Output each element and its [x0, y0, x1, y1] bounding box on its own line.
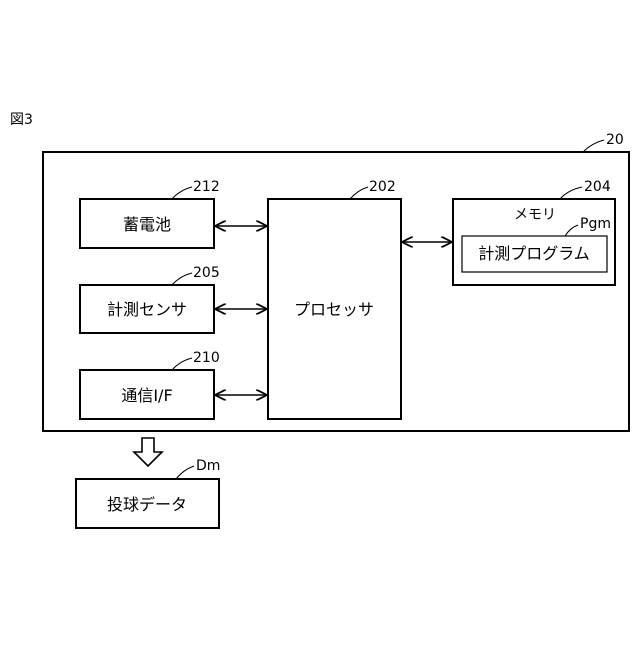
output-label: 投球データ — [107, 495, 187, 514]
output-ref-leader — [176, 466, 194, 479]
sensor-label: 計測センサ — [107, 300, 187, 319]
comm-label: 通信I/F — [121, 386, 172, 405]
sensor-ref: 205 — [193, 265, 220, 281]
program-label: 計測プログラム — [478, 244, 590, 263]
output-block: 投球データ Dm — [76, 458, 220, 528]
memory-ref: 204 — [584, 179, 611, 195]
processor-block: プロセッサ 202 — [268, 179, 401, 419]
battery-ref: 212 — [193, 179, 220, 195]
program-ref: Pgm — [580, 216, 611, 232]
processor-label: プロセッサ — [294, 300, 374, 319]
output-down-arrow-icon — [134, 438, 162, 466]
figure-label: 図3 — [10, 112, 33, 128]
output-ref: Dm — [196, 458, 220, 474]
comm-ref: 210 — [193, 350, 220, 366]
device-ref-leader — [583, 140, 604, 152]
device-ref: 20 — [606, 132, 624, 148]
memory-label: メモリ — [514, 207, 556, 223]
processor-ref: 202 — [369, 179, 396, 195]
battery-label: 蓄電池 — [123, 215, 171, 234]
